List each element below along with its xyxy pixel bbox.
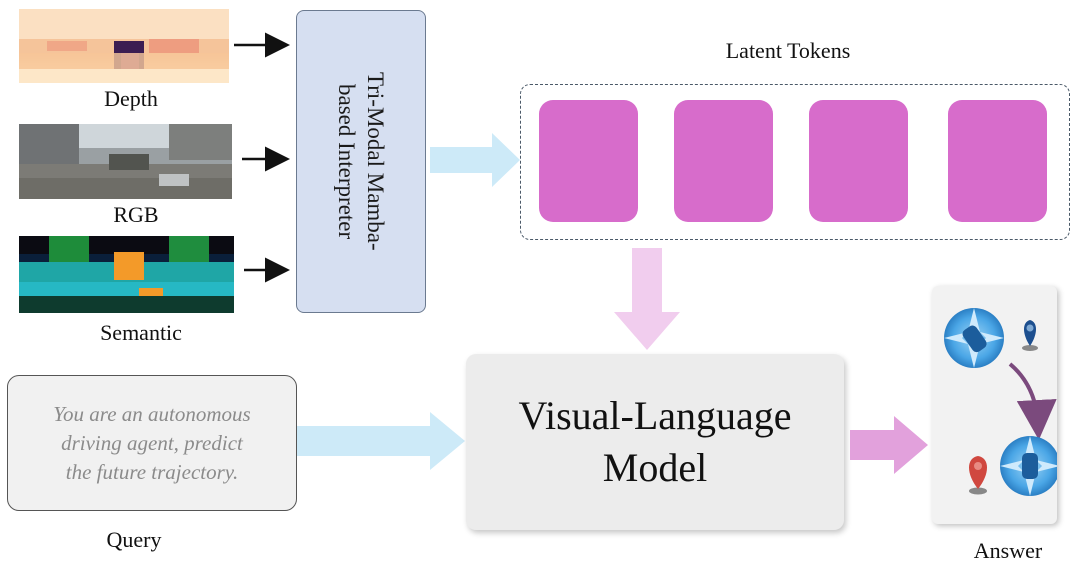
latent-token (539, 100, 638, 222)
latent-token (809, 100, 908, 222)
semantic-image (19, 236, 234, 313)
interp-to-latent-arrow (430, 133, 520, 187)
car-start-icon (944, 308, 1004, 368)
rgb-image (19, 124, 232, 199)
query-line-3: the future trajectory. (65, 459, 239, 484)
query-to-vlm-arrow (297, 412, 465, 470)
rgb-label: RGB (113, 202, 159, 227)
vlm-line-2: Model (602, 445, 708, 490)
latent-token (674, 100, 773, 222)
latent-token (948, 100, 1047, 222)
vlm-to-answer-arrow (850, 416, 928, 474)
blue-location-pin-icon (1022, 320, 1038, 351)
depth-image (19, 9, 229, 83)
interpreter-line-1: Tri-Modal Mamba- (363, 72, 388, 251)
red-location-pin-icon (969, 456, 987, 495)
car-end-icon (1000, 436, 1060, 496)
latent-tokens-box (520, 84, 1070, 240)
interpreter-line-2: based Interpreter (334, 83, 359, 240)
answer-label: Answer (973, 538, 1043, 563)
vlm-line-1: Visual-Language (518, 393, 792, 438)
visual-language-model: Visual-Language Model (466, 354, 844, 530)
answer-panel (932, 286, 1060, 524)
query-box: You are an autonomous driving agent, pre… (7, 375, 297, 511)
trajectory-arrow (1008, 362, 1057, 440)
query-label: Query (106, 527, 162, 552)
input-arrows (234, 32, 290, 283)
tri-modal-interpreter: Tri-Modal Mamba- based Interpreter (296, 10, 426, 313)
query-line-2: driving agent, predict (61, 430, 243, 455)
query-line-1: You are an autonomous (53, 401, 251, 426)
semantic-label: Semantic (100, 320, 182, 345)
latent-to-vlm-arrow (614, 248, 680, 350)
depth-label: Depth (104, 86, 158, 111)
latent-tokens-title: Latent Tokens (725, 38, 851, 63)
